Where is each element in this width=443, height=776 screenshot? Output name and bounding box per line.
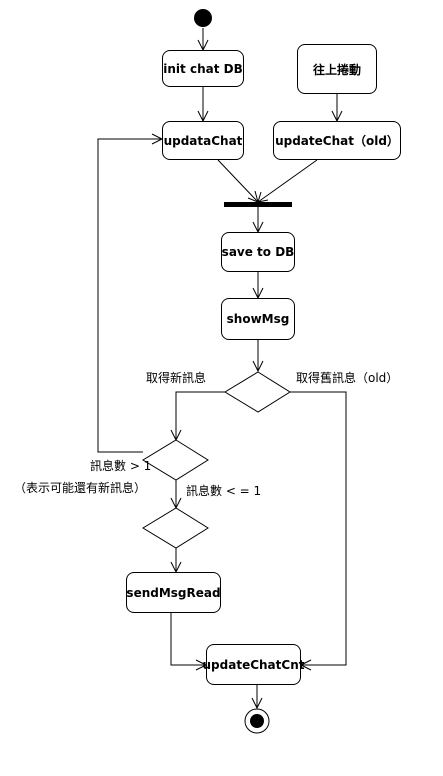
decision-diamond-message-count <box>142 439 209 481</box>
join-bar <box>224 202 292 207</box>
action-save-to-db: save to DB <box>221 232 295 272</box>
action-show-msg: showMsg <box>221 298 295 340</box>
arrowhead <box>299 659 312 671</box>
guard-get-old-messages: 取得舊訊息（old） <box>296 371 399 385</box>
end-node-inner <box>250 714 264 728</box>
flow-updatechat-old-to-join <box>257 159 318 203</box>
decision-diamond-message-type <box>224 371 291 413</box>
start-node <box>194 9 212 27</box>
guard-count-greater-than-one: 訊息數 > 1 <box>90 459 152 473</box>
guard-get-new-messages: 取得新訊息 <box>146 371 207 385</box>
guard-count-less-equal-one: 訊息數 < = 1 <box>186 484 262 498</box>
action-update-chat-old: updateChat（old） <box>273 121 401 160</box>
action-scroll-up: 往上捲動 <box>297 44 377 94</box>
guard-may-have-more-new: （表示可能還有新訊息） <box>14 481 147 495</box>
merge-diamond <box>142 507 209 549</box>
action-send-msg-read: sendMsgRead <box>126 572 221 613</box>
action-init-chat-db: init chat DB <box>162 50 244 87</box>
action-updata-chat: updataChat <box>162 121 244 160</box>
arrowhead <box>252 360 264 373</box>
flow-new-messages <box>175 391 225 440</box>
arrowhead <box>251 697 263 710</box>
action-update-chat-cnt: updateChatCnt <box>203 644 304 685</box>
flow-loop-back <box>97 138 162 453</box>
flow-updatechat-to-join <box>217 159 259 203</box>
flow-sendmsgread-to-updatechatcnt <box>170 612 206 666</box>
flow-old-messages <box>290 391 347 666</box>
